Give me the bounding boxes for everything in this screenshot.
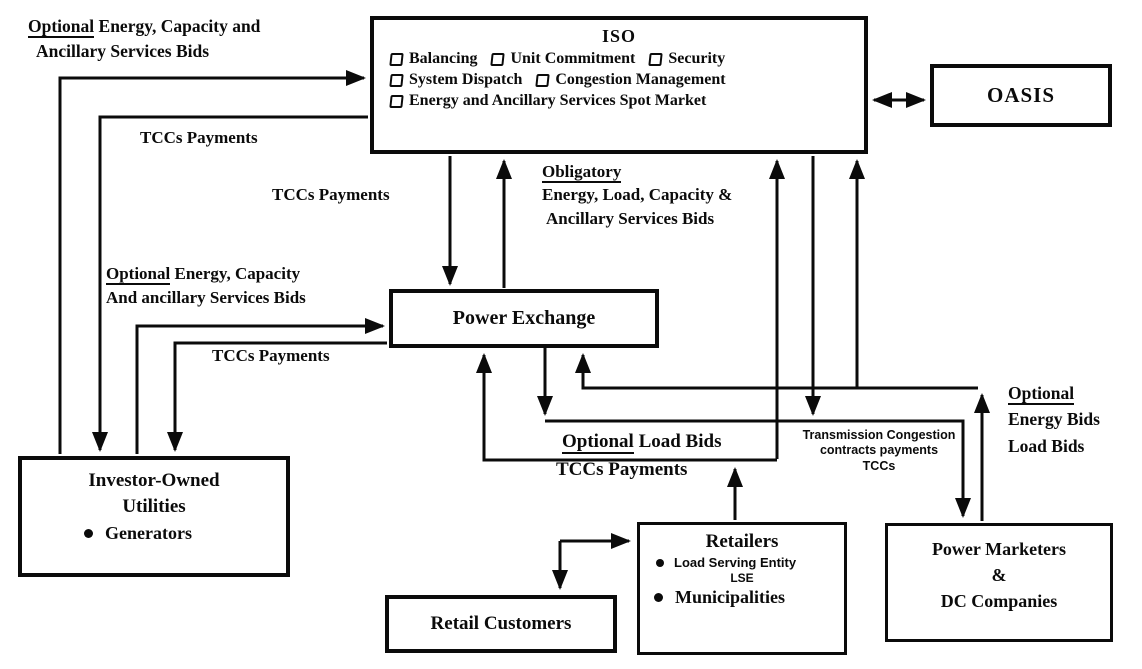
- arrow-iso-to-iou-tccs: [92, 115, 368, 452]
- checkbox-icon: [490, 52, 506, 66]
- arrow-iou-to-px-bids: [135, 318, 385, 454]
- pm-line3: DC Companies: [940, 591, 1058, 612]
- iso-item-balancing: Balancing: [409, 50, 478, 67]
- investor-owned-utilities-box: Investor-Owned Utilities Generators: [18, 456, 290, 577]
- label-tccs-payments-retailers: TCCs Payments: [556, 459, 688, 480]
- label-transmission-congestion: Transmission Congestion contracts paymen…: [802, 428, 956, 473]
- oasis-box: OASIS: [930, 64, 1112, 127]
- retailers-box: Retailers Load Serving Entity LSE Munici…: [637, 522, 847, 655]
- iou-title-line2: Utilities: [122, 495, 186, 517]
- checkbox-icon: [389, 94, 404, 108]
- bullet-icon: [84, 529, 93, 539]
- bullet-icon: [656, 558, 664, 567]
- iso-item-spot-market: Energy and Ancillary Services Spot Marke…: [409, 92, 707, 109]
- iso-item-security: Security: [668, 50, 726, 67]
- checkbox-icon: [535, 73, 551, 87]
- arrow-iou-to-iso-bids: [58, 70, 366, 454]
- retailers-bullet-lse: Load Serving Entity: [674, 555, 797, 570]
- power-marketers-box: Power Marketers & DC Companies: [885, 523, 1113, 642]
- iso-box: ISO Balancing Unit Commitment Security S…: [370, 16, 868, 154]
- label-tccs-payments-px-iou: TCCs Payments: [212, 346, 330, 365]
- label-optional-load-bids: Optional Load Bids: [562, 431, 722, 454]
- retail-customers-title: Retail Customers: [430, 613, 572, 634]
- retailers-title: Retailers: [705, 531, 779, 552]
- iso-item-system-dispatch: System Dispatch: [409, 71, 523, 88]
- arrow-retailer-bus-to-px: [476, 353, 777, 462]
- iso-title: ISO: [601, 26, 637, 46]
- iou-title-line1: Investor-Owned: [88, 470, 220, 491]
- label-tccs-payments-to-iou: TCCs Payments: [140, 128, 258, 147]
- arrow-tcc-line-to-pm: [545, 419, 971, 518]
- checkbox-icon: [648, 52, 664, 66]
- label-obligatory-bids: Obligatory Energy, Load, Capacity & Anci…: [542, 162, 733, 228]
- power-exchange-title: Power Exchange: [452, 307, 596, 329]
- oasis-title: OASIS: [986, 83, 1056, 107]
- pm-line1: Power Marketers: [931, 539, 1067, 559]
- label-tccs-payments-iso-px: TCCs Payments: [272, 185, 390, 204]
- power-exchange-box: Power Exchange: [389, 289, 659, 348]
- arrow-pm-bus-to-px: [575, 353, 978, 390]
- retail-customers-box: Retail Customers: [385, 595, 617, 653]
- iou-bullet-generators: Generators: [105, 523, 192, 544]
- iso-item-unit-commitment: Unit Commitment: [510, 50, 636, 67]
- bullet-icon: [654, 593, 663, 602]
- checkbox-icon: [389, 52, 404, 66]
- label-gen-bids-to-px: Optional Energy, Capacity And ancillary …: [106, 264, 306, 307]
- label-gen-bids-to-iso: Optional Energy, Capacity and Ancillary …: [28, 16, 261, 61]
- pm-line2: &: [991, 565, 1007, 586]
- arrow-px-to-iou-tccs: [167, 341, 387, 452]
- iso-item-congestion-management: Congestion Management: [555, 71, 726, 88]
- label-pm-bids: Optional Energy Bids Load Bids: [1008, 383, 1100, 456]
- retailers-lse-sub: LSE: [730, 571, 754, 585]
- checkbox-icon: [389, 73, 404, 87]
- retailers-bullet-municipalities: Municipalities: [675, 587, 786, 607]
